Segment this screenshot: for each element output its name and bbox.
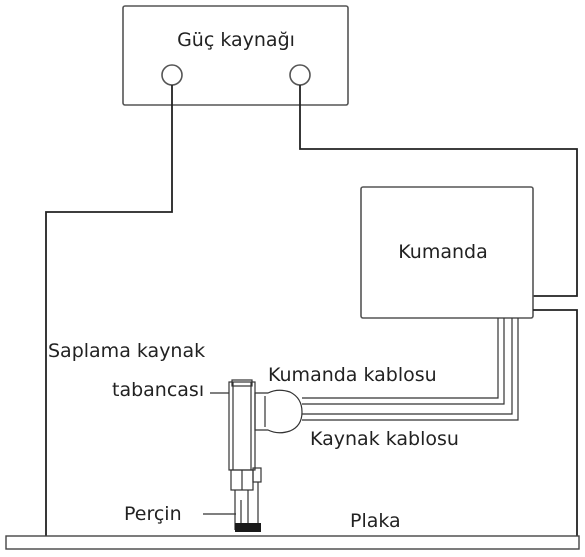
controller-label: Kumanda [398,241,487,263]
gun-label-line1: Saplama kaynak [48,340,205,362]
controller-box [360,186,534,319]
plate-label: Plaka [350,510,401,532]
power-supply-box [122,5,349,106]
control-cable-inner [302,318,505,405]
controller-plate-wire [533,309,578,543]
stud-label: Perçin [124,503,182,525]
welding-cable-inner [302,318,519,421]
power-terminal-right [289,64,311,86]
control-cable [302,318,499,399]
welding-cable-label: Kaynak kablosu [310,428,459,450]
ground-wire [45,85,173,543]
power-controller-wire [299,85,578,297]
power-terminal-left [161,64,183,86]
control-cable-label: Kumanda kablosu [268,364,437,386]
stud-welding-gun [228,379,303,532]
welding-cable [302,318,513,415]
power-supply-label: Güç kaynağı [177,29,295,51]
gun-label-line2: tabancası [112,379,204,401]
plate [5,535,580,550]
